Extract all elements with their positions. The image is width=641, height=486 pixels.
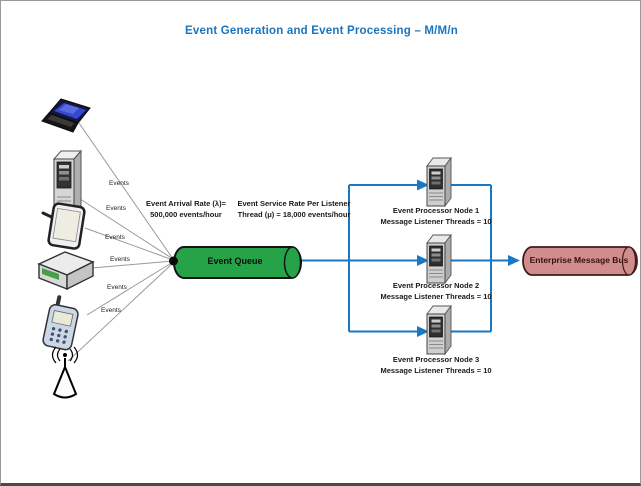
arrowhead-icons xyxy=(417,179,520,337)
processor-node-name: Event Processor Node 3 xyxy=(392,355,480,364)
arrival-rate-annotation: Event Arrival Rate (λ)= 500,000 events/h… xyxy=(131,198,241,220)
processor-node-threads: Message Listener Threads = 10 xyxy=(380,217,492,226)
service-rate-line2: Thread (μ) = 18,000 events/hour xyxy=(237,210,351,219)
processor-node-name: Event Processor Node 2 xyxy=(392,281,480,290)
processor-node-3-label: Event Processor Node 3 Message Listener … xyxy=(351,354,521,376)
event-queue-label: Event Queue xyxy=(207,256,263,266)
events-line-label: Events xyxy=(109,180,129,187)
arrival-rate-line1: Event Arrival Rate (λ)= xyxy=(146,199,226,208)
processor-node-threads: Message Listener Threads = 10 xyxy=(380,366,492,375)
processor-node-1-label: Event Processor Node 1 Message Listener … xyxy=(351,205,521,227)
enterprise-message-bus-label: Enterprise Message Bus xyxy=(529,255,629,265)
processor-node-2-label: Event Processor Node 2 Message Listener … xyxy=(351,280,521,302)
antenna-icon xyxy=(51,346,79,399)
convergence-point xyxy=(169,256,178,266)
bus-cylinder xyxy=(522,246,638,276)
event-source-lines xyxy=(67,122,174,362)
processor-server-icon-3 xyxy=(426,305,452,355)
page-title: Event Generation and Event Processing – … xyxy=(185,25,458,37)
server-tower-icon xyxy=(52,149,83,215)
pda-icon xyxy=(41,202,86,250)
mobile-phone-icon xyxy=(42,295,79,351)
service-rate-line1: Event Service Rate Per Listener xyxy=(237,199,351,208)
processor-server-icon-2 xyxy=(426,234,452,284)
processor-server-icon-1 xyxy=(426,157,452,207)
processor-node-threads: Message Listener Threads = 10 xyxy=(380,292,492,301)
processor-node-name: Event Processor Node 1 xyxy=(392,206,480,215)
events-line-label: Events xyxy=(110,256,130,263)
events-line-label: Events xyxy=(101,307,121,314)
events-line-label: Events xyxy=(107,284,127,291)
events-line-label: Events xyxy=(106,205,126,212)
router-icon xyxy=(37,251,95,291)
service-rate-annotation: Event Service Rate Per Listener Thread (… xyxy=(233,198,355,220)
laptop-icon xyxy=(41,98,91,133)
events-line-label: Events xyxy=(105,234,125,241)
arrival-rate-line2: 500,000 events/hour xyxy=(150,210,222,219)
